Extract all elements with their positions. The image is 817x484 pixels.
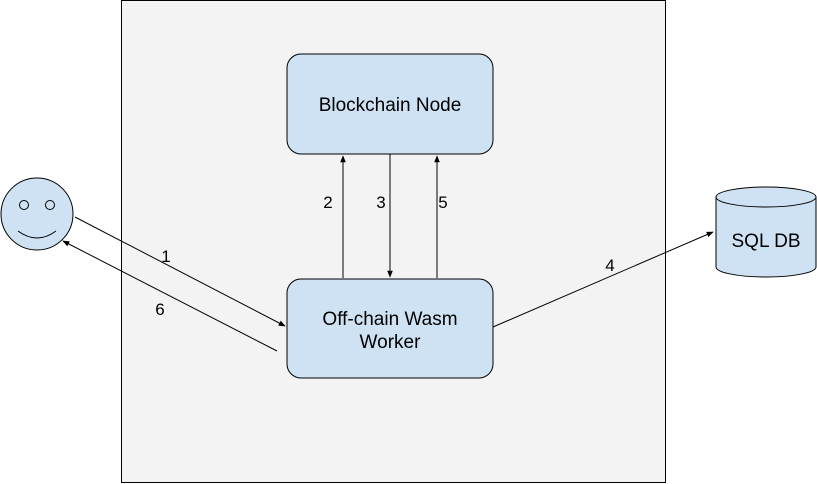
edge-1-arrow [74,216,286,327]
edge-5-label: 5 [438,193,447,212]
worker-box: Off-chain Wasm Worker [286,278,494,379]
edge-1-label: 1 [161,247,170,266]
smiley-face-icon [0,177,74,251]
blockchain-node-box: Blockchain Node [286,53,494,155]
edge-4-label: 4 [605,256,614,275]
edge-4-arrow [492,231,714,328]
worker-label-line2: Worker [360,332,422,353]
sql-db-cylinder: SQL DB [715,186,817,278]
edge-3-label: 3 [376,193,385,212]
edge-2-label: 2 [323,193,332,212]
sql-db-label: SQL DB [732,231,801,252]
worker-label-line1: Off-chain Wasm [322,309,457,330]
blockchain-node-label: Blockchain Node [319,95,462,116]
edge-6-arrow [62,240,278,352]
edge-6-label: 6 [155,300,164,319]
